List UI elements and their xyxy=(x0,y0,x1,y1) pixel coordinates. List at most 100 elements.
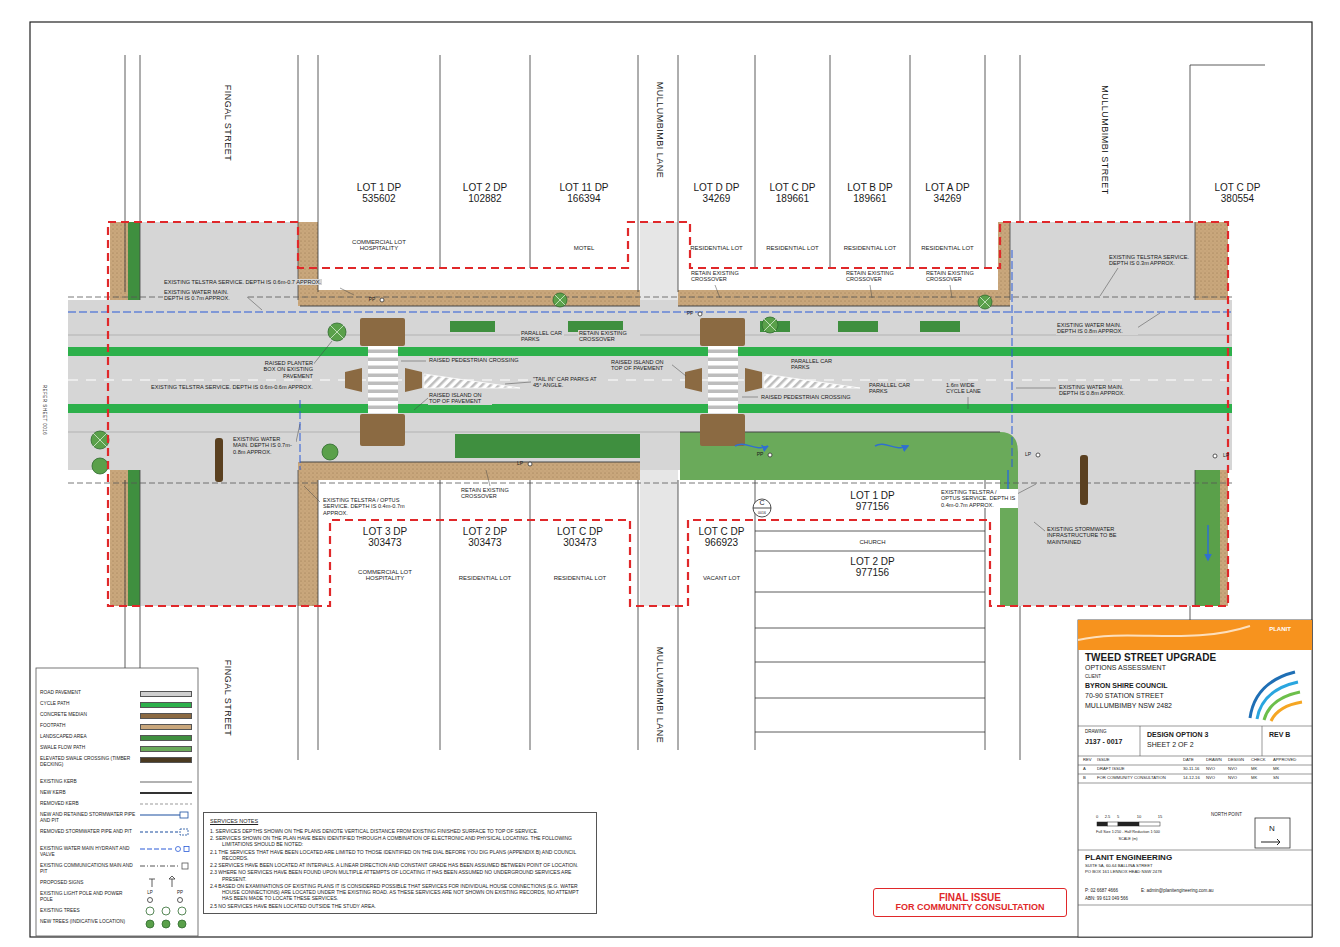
title-block-text: 14-12-16 xyxy=(1182,776,1201,781)
swale-flow-arrow xyxy=(735,444,1208,560)
notes-box: SERVICES NOTES1. SERVICES DEPTHS SHOWN O… xyxy=(203,812,597,914)
scale-bar xyxy=(1139,822,1160,826)
kerb-line xyxy=(68,222,1232,606)
legend-label: ROAD PAVEMENT xyxy=(40,690,136,696)
lot-parcel: LOT 2 DP 303473RESIDENTIAL LOT xyxy=(440,526,530,582)
stamp-text: FINAL ISSUE xyxy=(939,892,1001,903)
legend-row: EXISTING KERB xyxy=(40,779,194,785)
legend-row: NEW TREES (INDICATIVE LOCATION) xyxy=(40,919,194,925)
legend-sample xyxy=(140,781,192,783)
title-block-text: NORTH POINT xyxy=(1210,812,1243,817)
symbol-label: 10 xyxy=(1136,815,1142,820)
landscaped-area xyxy=(920,321,960,332)
lot-parcel: LOT A DP 34269RESIDENTIAL LOT xyxy=(910,182,985,252)
callout-note: EXISTING TELSTRA SERVICE. DEPTH IS 0.6m-… xyxy=(163,279,322,285)
footpath xyxy=(298,462,640,480)
lot-use: RESIDENTIAL LOT xyxy=(690,245,742,252)
tree-symbol xyxy=(92,458,108,474)
legend-swatch xyxy=(140,691,192,697)
title-block-text: SUITE 5A, 60-64 BALLINA STREET xyxy=(1084,864,1154,869)
lot-use: MOTEL xyxy=(574,245,595,252)
title-block-text: CHECK xyxy=(1250,758,1267,763)
lot-use: RESIDENTIAL LOT xyxy=(554,575,606,582)
symbol-label: PP xyxy=(686,311,695,317)
lot-number: LOT C DP 189661 xyxy=(763,182,823,204)
symbol-label: 0016 xyxy=(757,511,767,515)
title-block-text: REV xyxy=(1082,758,1093,763)
title-block-text: ABN: 99 613 049 566 xyxy=(1084,896,1129,901)
title-block-text: SN xyxy=(1272,776,1280,781)
lot-number: LOT C DP 380554 xyxy=(1208,182,1268,204)
north-arrow xyxy=(1255,818,1290,848)
landscaped-area xyxy=(128,222,140,300)
legend-label: EXISTING KERB xyxy=(40,779,136,785)
symbol-label: 15 xyxy=(1157,815,1163,820)
title-block-text: MK xyxy=(1250,767,1258,772)
stormwater-pit xyxy=(1080,455,1088,505)
legend-sample xyxy=(140,782,192,928)
legend-swatch xyxy=(140,713,192,719)
title-block-text: DESIGN OPTION 3 xyxy=(1146,731,1209,739)
raised-crossing xyxy=(360,318,405,346)
legend-sample xyxy=(149,876,175,887)
legend-label: EXISTING TREES xyxy=(40,908,136,914)
title-block-text: MK xyxy=(1250,776,1258,781)
tree-symbol xyxy=(93,433,107,447)
symbol-label: PP xyxy=(176,890,184,895)
title-block-text: MULLUMBIMBY NSW 2482 xyxy=(1084,702,1173,710)
cycle-lane xyxy=(68,347,1232,413)
legend-swatch xyxy=(140,702,192,708)
callout-note: EXISTING TELSTRA SERVICE. DEPTH IS 0.6m-… xyxy=(150,384,314,390)
pole-symbol xyxy=(1213,454,1217,458)
title-block-text: CLIENT xyxy=(1084,674,1102,679)
legend-label: ELEVATED SWALE CROSSING (TIMBER DECKING) xyxy=(40,756,136,768)
scale-bar xyxy=(1097,822,1160,826)
title-block-text: ISSUE xyxy=(1096,758,1111,763)
services-lines xyxy=(1012,250,1013,470)
landscaped-area xyxy=(450,321,495,332)
tree-symbol xyxy=(762,317,778,333)
legend-row: CONCRETE MEDIAN xyxy=(40,712,194,718)
legend-label: SWALE FLOW PATH xyxy=(40,745,136,751)
raised-crossing xyxy=(700,414,745,446)
symbol-label: LP xyxy=(1222,453,1230,459)
sheet-frame xyxy=(30,22,1312,937)
lot-parcel: LOT 2 DP 102882 xyxy=(440,182,530,252)
lot-number: LOT C DP 303473 xyxy=(550,526,610,548)
tree-symbol xyxy=(764,319,776,331)
tree-symbol xyxy=(980,297,990,307)
lot-parcel: LOT 2 DP 977156 xyxy=(760,556,985,586)
callout-note: PARALLEL CAR PARKS xyxy=(868,382,912,395)
legend-row: NEW KERB xyxy=(40,790,194,796)
pole-symbol xyxy=(698,312,702,316)
scale-bar xyxy=(1097,822,1108,826)
lot-number: LOT A DP 34269 xyxy=(918,182,978,204)
legend-sample xyxy=(178,907,186,915)
lot-use: RESIDENTIAL LOT xyxy=(459,575,511,582)
title-block xyxy=(1078,726,1312,905)
title-block-text: NVO xyxy=(1227,776,1238,781)
title-block-text: E: admin@planitengineering.com.au xyxy=(1140,888,1215,893)
lot-parcel: LOT B DP 189661RESIDENTIAL LOT xyxy=(830,182,910,252)
legend-label: REMOVED KERB xyxy=(40,801,136,807)
landscaped-area xyxy=(128,222,1220,606)
landscaped-area xyxy=(838,321,878,332)
legend-swatch xyxy=(140,724,192,730)
landscaped-area xyxy=(1195,470,1220,606)
pole-symbol xyxy=(528,462,532,466)
notes-heading: SERVICES NOTES xyxy=(210,818,590,825)
symbol-label: C xyxy=(758,499,765,507)
street-name: MULLUMBIMBI STREET xyxy=(1100,84,1110,196)
legend-label: NEW TREES (INDICATIVE LOCATION) xyxy=(40,919,136,925)
study-area-boundary xyxy=(108,222,1228,606)
callout-note: RAISED ISLAND ON TOP OF PAVEMENT xyxy=(610,359,672,372)
services-lines xyxy=(68,250,1232,483)
callout-note: EXISTING TELSTRA / OPTUS SERVICE. DEPTH … xyxy=(940,489,1018,508)
legend-sample xyxy=(140,866,178,867)
legend-sample xyxy=(180,829,188,835)
legend-row: EXISTING COMMUNICATIONS MAIN AND PIT xyxy=(40,863,194,875)
kerb-line xyxy=(68,335,1232,432)
lot-number: LOT D DP 34269 xyxy=(687,182,747,204)
